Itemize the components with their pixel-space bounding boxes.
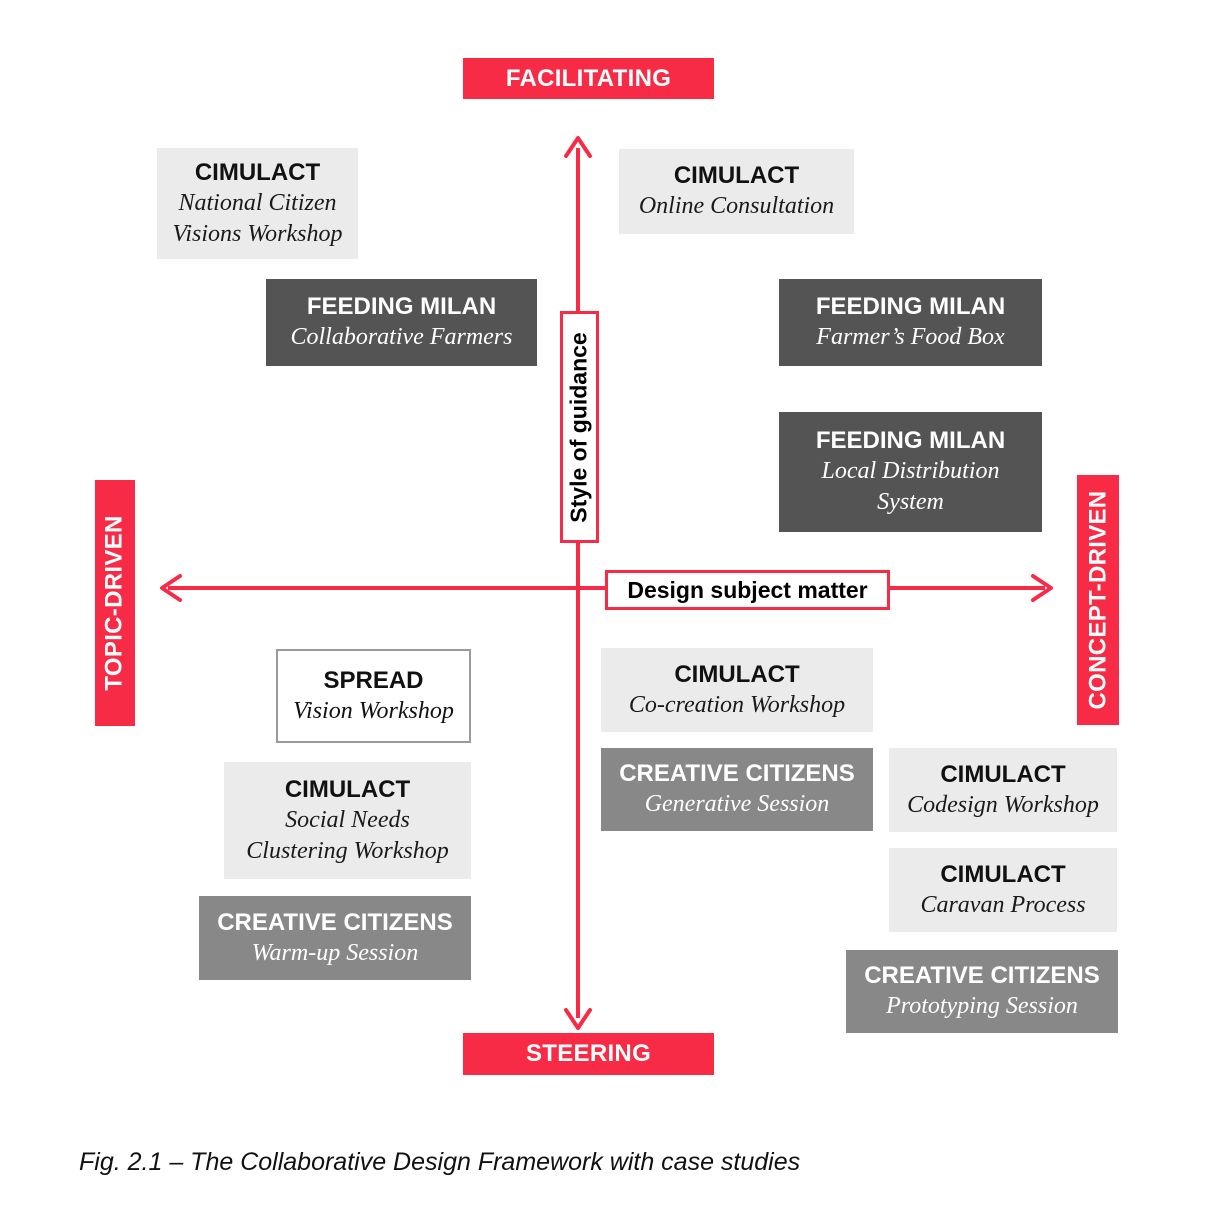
arrow-left-icon (160, 574, 182, 602)
arrow-up-icon (564, 136, 592, 158)
axis-label-facilitating-text: FACILITATING (505, 64, 672, 92)
case-box-cimulact-national-citizen: CIMULACT National Citizen Visions Worksh… (157, 148, 358, 259)
axis-title-style-of-guidance-text: Style of guidance (566, 331, 592, 523)
axis-title-style-of-guidance: Style of guidance (560, 311, 599, 543)
case-box-title: FEEDING MILAN (306, 293, 497, 320)
case-box-feeding-milan-local-distribution: FEEDING MILAN Local Distribution System (779, 412, 1042, 532)
case-box-title: SPREAD (323, 666, 424, 694)
axis-label-topic-driven: TOPIC-DRIVEN (95, 480, 135, 726)
case-box-subtitle: Caravan Process (920, 891, 1086, 918)
case-box-feeding-milan-food-box: FEEDING MILAN Farmer’s Food Box (779, 279, 1042, 366)
case-box-subtitle: Warm-up Session (251, 939, 419, 966)
case-box-cimulact-co-creation: CIMULACT Co-creation Workshop (601, 648, 873, 732)
axis-label-concept-driven: CONCEPT-DRIVEN (1077, 475, 1119, 725)
case-box-cimulact-social-needs: CIMULACT Social Needs Clustering Worksho… (224, 762, 471, 879)
case-box-subtitle: National Citizen Visions Workshop (172, 189, 343, 247)
case-box-subtitle: Farmer’s Food Box (816, 324, 1005, 350)
arrow-down-icon (564, 1008, 592, 1030)
case-box-creative-citizens-warm-up: CREATIVE CITIZENS Warm-up Session (199, 896, 471, 980)
case-box-title: CREATIVE CITIZENS (217, 908, 453, 936)
axis-label-steering: STEERING (463, 1033, 714, 1075)
case-box-subtitle: Social Needs Clustering Workshop (246, 806, 449, 864)
case-box-title: CIMULACT (194, 158, 321, 186)
case-box-spread-vision-workshop: SPREAD Vision Workshop (276, 649, 471, 743)
case-box-cimulact-caravan: CIMULACT Caravan Process (889, 848, 1117, 932)
axis-label-topic-driven-text: TOPIC-DRIVEN (101, 515, 128, 691)
case-box-creative-citizens-generative: CREATIVE CITIZENS Generative Session (601, 748, 873, 831)
case-box-subtitle: Generative Session (644, 791, 830, 817)
axis-label-concept-driven-text: CONCEPT-DRIVEN (1084, 490, 1112, 710)
case-box-title: CREATIVE CITIZENS (619, 760, 855, 787)
case-box-title: CIMULACT (673, 162, 800, 189)
case-box-title: CIMULACT (674, 660, 800, 688)
case-box-feeding-milan-collaborative-farmers: FEEDING MILAN Collaborative Farmers (266, 279, 537, 366)
case-box-title: CIMULACT (284, 775, 411, 803)
case-box-subtitle: Collaborative Farmers (290, 324, 513, 350)
case-box-cimulact-online-consultation: CIMULACT Online Consultation (619, 149, 854, 234)
figure-caption: Fig. 2.1 – The Collaborative Design Fram… (79, 1148, 801, 1176)
arrow-right-icon (1031, 574, 1053, 602)
case-box-subtitle: Local Distribution System (821, 458, 1000, 515)
axis-title-design-subject-matter: Design subject matter (605, 570, 890, 610)
case-box-title: CREATIVE CITIZENS (864, 962, 1100, 989)
case-box-subtitle: Vision Workshop (293, 697, 454, 724)
case-box-subtitle: Co-creation Workshop (628, 691, 846, 718)
case-box-creative-citizens-prototyping: CREATIVE CITIZENS Prototyping Session (846, 950, 1118, 1033)
case-box-subtitle: Prototyping Session (886, 993, 1078, 1019)
case-box-subtitle: Online Consultation (638, 193, 835, 219)
case-box-title: FEEDING MILAN (815, 293, 1006, 320)
axis-title-design-subject-matter-text: Design subject matter (627, 576, 868, 603)
case-box-title: CIMULACT (940, 860, 1066, 888)
case-box-title: FEEDING MILAN (815, 427, 1006, 454)
case-box-subtitle: Codesign Workshop (907, 791, 1099, 818)
case-box-cimulact-codesign: CIMULACT Codesign Workshop (889, 748, 1117, 832)
axis-label-facilitating: FACILITATING (463, 58, 714, 99)
case-box-title: CIMULACT (940, 760, 1066, 788)
axis-label-steering-text: STEERING (525, 1040, 652, 1067)
